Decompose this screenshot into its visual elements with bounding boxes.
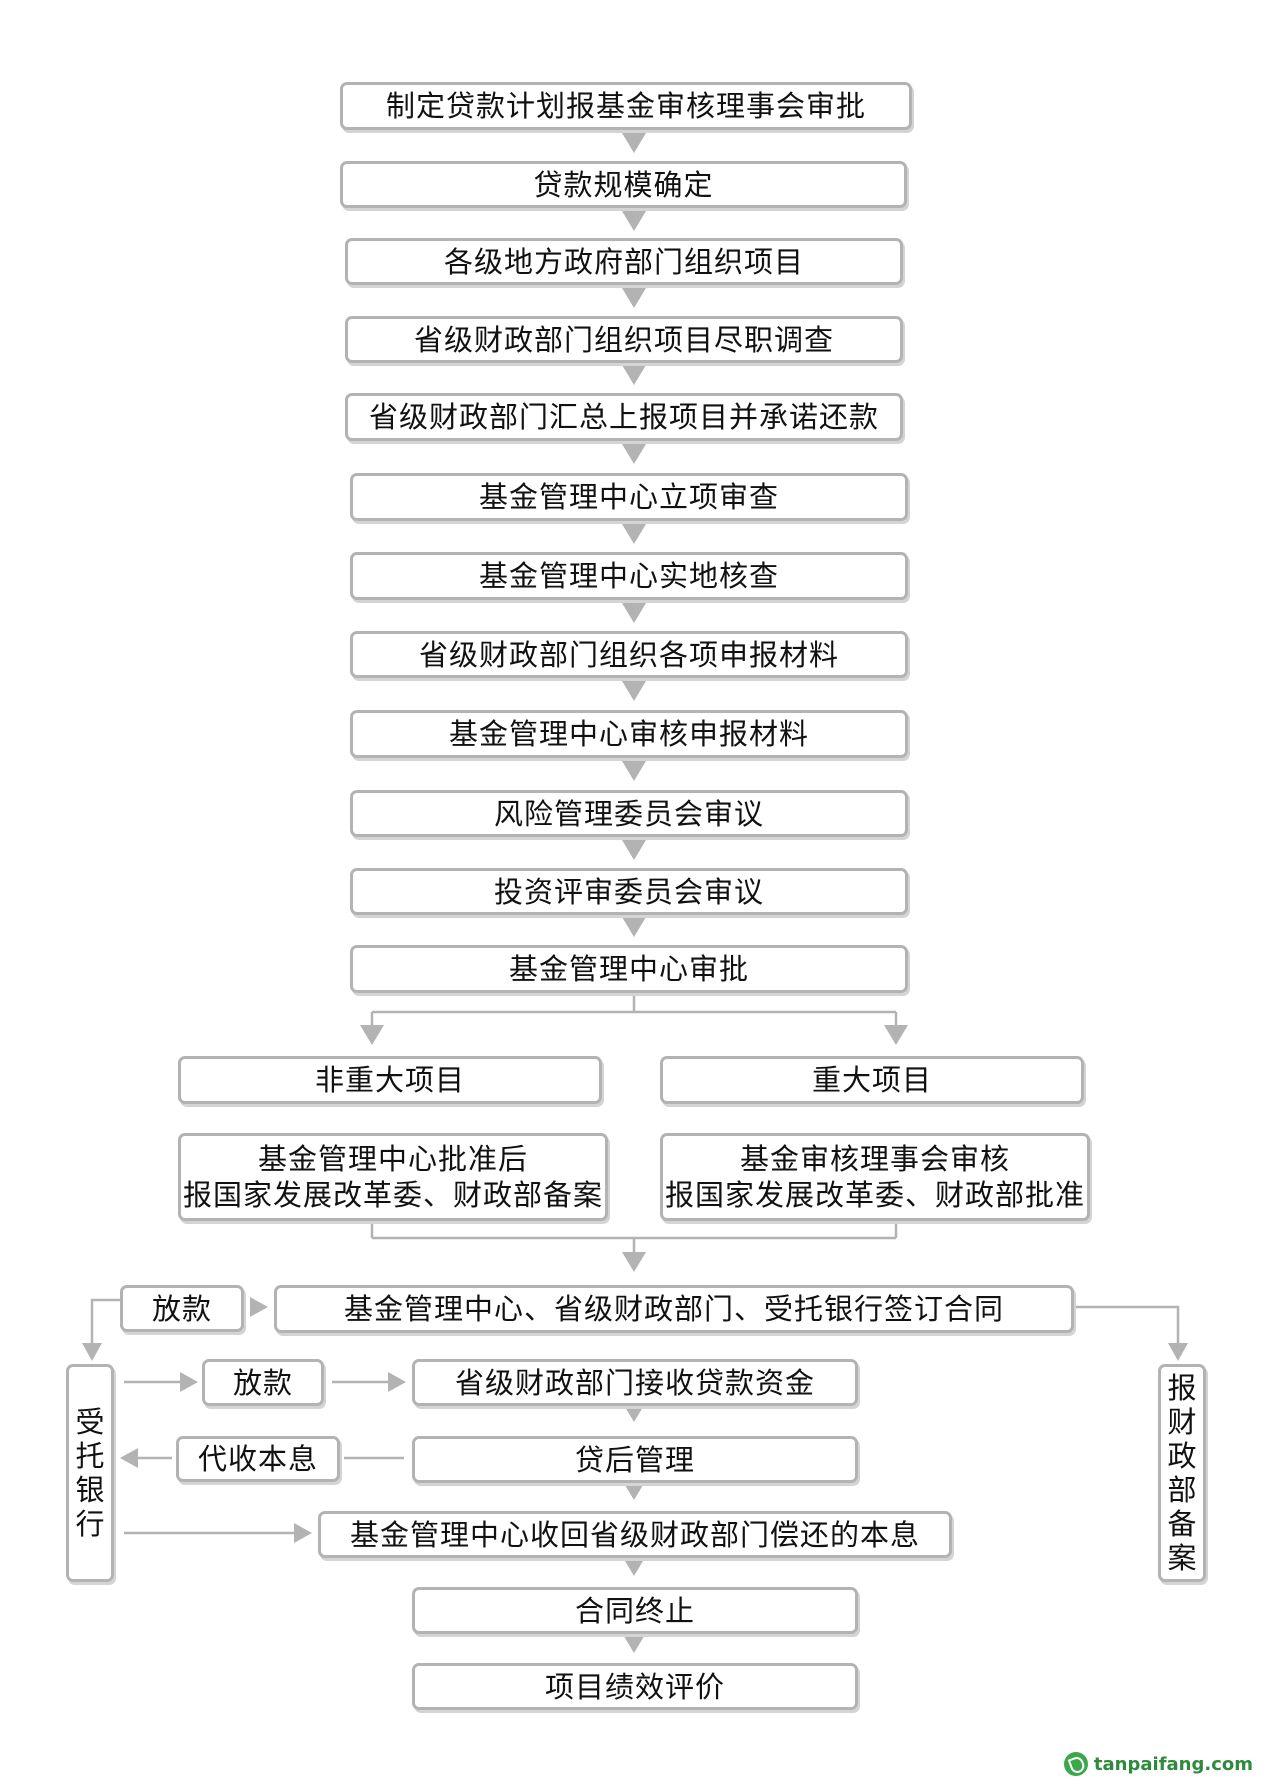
release-box-top: 放款 [120, 1285, 244, 1332]
step-plan-label: 制定贷款计划报基金审核理事会审批 [385, 89, 866, 123]
step-summary-report-label: 省级财政部门汇总上报项目并承诺还款 [368, 400, 879, 434]
release-top-label: 放款 [151, 1291, 212, 1326]
release-box-bank: 放款 [202, 1359, 324, 1406]
step-investment-committee-label: 投资评审委员会审议 [493, 874, 764, 909]
branch-major-title-label: 重大项目 [811, 1063, 932, 1097]
side-lines [90, 1298, 1180, 1345]
filing-char: 备 [1167, 1507, 1197, 1541]
filing-char: 部 [1167, 1473, 1197, 1507]
branch-non-major-title-label: 非重大项目 [314, 1063, 465, 1097]
finance-ministry-filing: 报 财 政 部 备 案 [1158, 1364, 1206, 1582]
recover-repayment-label: 基金管理中心收回省级财政部门偿还的本息 [349, 1517, 920, 1552]
step-investment-committee: 投资评审委员会审议 [350, 868, 908, 915]
post-loan-management-label: 贷后管理 [574, 1442, 695, 1477]
collect-principal-interest: 代收本息 [176, 1436, 340, 1482]
watermark-text: tanpaifang.com [1093, 1753, 1253, 1775]
watermark: tanpaifang.com [1063, 1752, 1253, 1776]
contract-termination-label: 合同终止 [574, 1593, 695, 1628]
filing-char: 政 [1167, 1439, 1197, 1473]
contract-signing: 基金管理中心、省级财政部门、受托银行签订合同 [274, 1285, 1074, 1333]
performance-evaluation: 项目绩效评价 [412, 1663, 858, 1710]
receive-funds-label: 省级财政部门接收贷款资金 [454, 1365, 815, 1400]
filing-char: 财 [1167, 1405, 1197, 1439]
branch-non-major-detail-line1: 基金管理中心批准后 [257, 1142, 528, 1176]
step-materials-review-label: 基金管理中心审核申报材料 [448, 717, 809, 751]
branch-major-detail: 基金审核理事会审核 报国家发展改革委、财政部批准 [660, 1133, 1090, 1221]
filing-char: 报 [1167, 1371, 1197, 1405]
filing-char: 案 [1167, 1541, 1197, 1575]
step-plan: 制定贷款计划报基金审核理事会审批 [340, 82, 912, 130]
bank-char: 托 [75, 1439, 105, 1473]
entrusted-bank: 受 托 银 行 [66, 1364, 114, 1582]
bank-flow-lines [124, 1380, 404, 1535]
receive-funds: 省级财政部门接收贷款资金 [412, 1359, 858, 1406]
branch-major-detail-line2: 报国家发展改革委、财政部批准 [664, 1178, 1085, 1212]
branch-lines [370, 996, 898, 1252]
branch-non-major-detail: 基金管理中心批准后 报国家发展改革委、财政部备案 [178, 1133, 608, 1221]
branch-non-major-title: 非重大项目 [178, 1056, 602, 1104]
contract-termination: 合同终止 [412, 1587, 858, 1634]
step-summary-report: 省级财政部门汇总上报项目并承诺还款 [345, 393, 903, 441]
contract-signing-label: 基金管理中心、省级财政部门、受托银行签订合同 [343, 1292, 1004, 1326]
step-site-inspection: 基金管理中心实地核查 [350, 552, 908, 600]
branch-major-title: 重大项目 [660, 1056, 1084, 1104]
branch-major-detail-line1: 基金审核理事会审核 [739, 1142, 1010, 1176]
step-approval-label: 基金管理中心审批 [508, 952, 749, 986]
step-due-diligence-label: 省级财政部门组织项目尽职调查 [413, 322, 834, 357]
bank-char: 行 [75, 1507, 105, 1541]
step-due-diligence: 省级财政部门组织项目尽职调查 [345, 316, 903, 363]
step-materials: 省级财政部门组织各项申报材料 [350, 631, 908, 678]
step-risk-committee-label: 风险管理委员会审议 [493, 796, 764, 831]
bank-flow-arrows [120, 1372, 406, 1543]
step-materials-review: 基金管理中心审核申报材料 [350, 710, 908, 758]
bank-char: 银 [75, 1473, 105, 1507]
step-local-organize: 各级地方政府部门组织项目 [345, 238, 903, 285]
step-project-review: 基金管理中心立项审查 [350, 473, 908, 521]
release-bank-label: 放款 [232, 1365, 293, 1400]
step-scale: 贷款规模确定 [340, 161, 907, 208]
leaf-logo-icon [1063, 1752, 1088, 1776]
performance-evaluation-label: 项目绩效评价 [544, 1669, 725, 1704]
step-local-organize-label: 各级地方政府部门组织项目 [443, 244, 804, 279]
step-project-review-label: 基金管理中心立项审查 [478, 480, 779, 514]
post-loan-management: 贷后管理 [412, 1436, 858, 1483]
recover-repayment: 基金管理中心收回省级财政部门偿还的本息 [318, 1511, 952, 1558]
step-risk-committee: 风险管理委员会审议 [350, 790, 908, 837]
step-materials-label: 省级财政部门组织各项申报材料 [418, 637, 839, 672]
collect-principal-interest-label: 代收本息 [197, 1442, 318, 1476]
branch-non-major-detail-line2: 报国家发展改革委、财政部备案 [182, 1178, 603, 1212]
down-arrows [360, 133, 908, 1653]
step-site-inspection-label: 基金管理中心实地核查 [478, 559, 779, 593]
bank-char: 受 [75, 1405, 105, 1439]
step-approval: 基金管理中心审批 [350, 945, 908, 993]
side-arrows [82, 1297, 1188, 1361]
step-scale-label: 贷款规模确定 [533, 167, 714, 202]
